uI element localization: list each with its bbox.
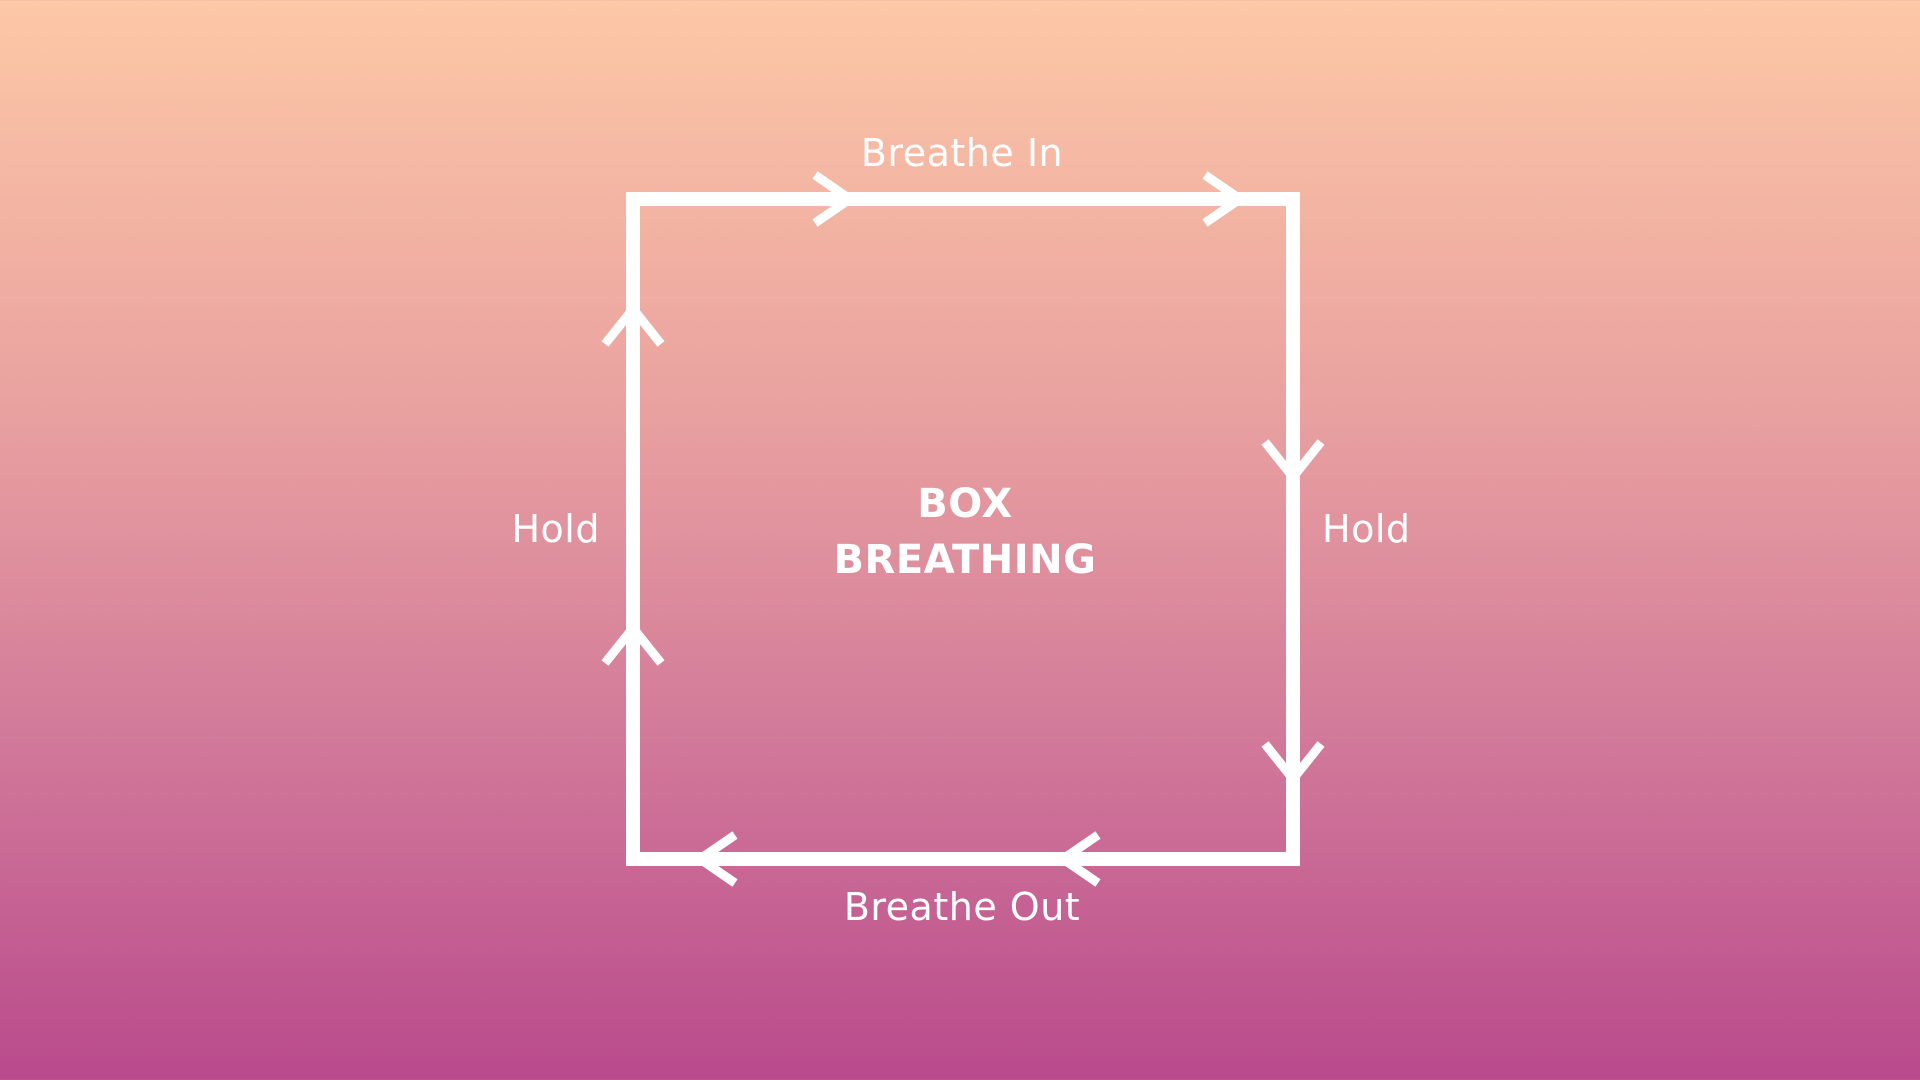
arrow-right-icon [812, 171, 858, 227]
arrow-up-icon [601, 620, 665, 666]
phase-label-hold-left: Hold [511, 507, 600, 551]
arrow-left-icon [1055, 831, 1101, 887]
arrow-down-icon [1261, 439, 1325, 485]
arrow-right-icon [1202, 171, 1248, 227]
diagram-title: BOX BREATHING [834, 476, 1097, 588]
arrow-left-icon [692, 831, 738, 887]
breathing-box-outline [626, 192, 1300, 866]
phase-label-breathe-out: Breathe Out [843, 885, 1081, 929]
phase-label-hold-right: Hold [1322, 507, 1411, 551]
diagram-title-line-2: BREATHING [833, 537, 1097, 583]
diagram-title-line-1: BOX [917, 481, 1013, 527]
arrow-up-icon [601, 301, 665, 347]
arrow-down-icon [1261, 741, 1325, 787]
phase-label-breathe-in: Breathe In [860, 131, 1064, 175]
